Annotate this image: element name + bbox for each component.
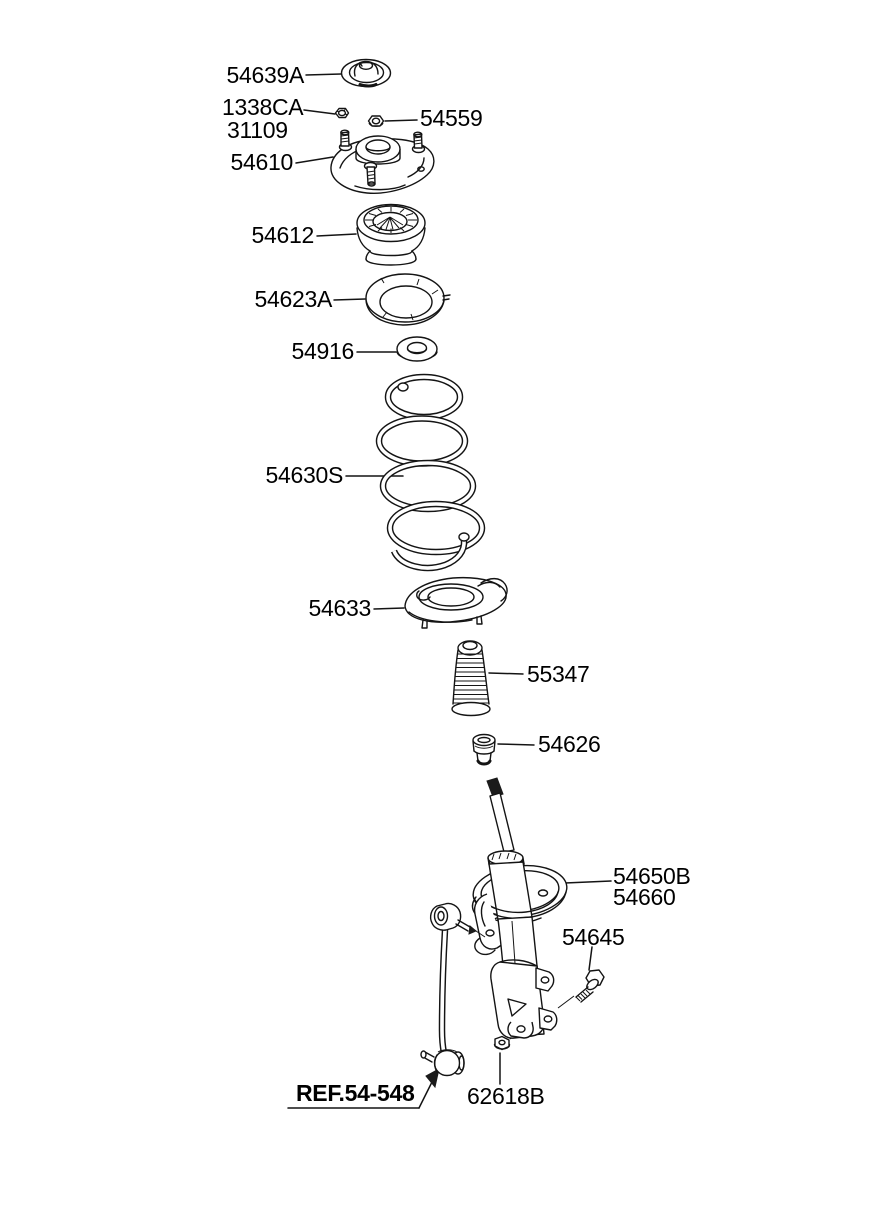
bumper-ring-drawing [397,337,437,361]
ref-arrow [288,1069,439,1108]
label-strut-assy-b: 54660 [613,884,676,910]
label-nut-alt-b: 31109 [227,117,288,143]
bolt-drawing [576,970,604,1002]
label-nut-alt-a: 1338CA [222,94,304,120]
nut-54559-drawing [369,116,384,126]
label-nut-upper: 54559 [420,105,483,131]
spring-pad-lower-drawing [405,578,507,628]
leader-lines [296,74,611,1084]
label-bump-stopper: 54626 [538,731,601,757]
label-bumper-ring: 54916 [291,338,355,364]
label-stabilizer-ref: REF.54-548 [296,1080,415,1106]
strut-bearing-drawing [357,205,425,266]
label-spring-seat: 54623A [254,286,333,312]
label-coil-spring: 54630S [265,462,344,488]
label-cap: 54639A [226,62,305,88]
label-insulator-mount: 54610 [230,149,294,175]
strut-assembly-drawing [471,778,570,1038]
label-spring-pad: 54633 [308,595,372,621]
label-flange-nut: 62618B [467,1083,545,1109]
label-strut-assy-a: 54650B [613,863,691,889]
bump-stopper-drawing [473,735,495,765]
cap-drawing [342,60,391,87]
strut-mount-drawing [331,130,434,193]
coil-spring-drawing [379,377,482,568]
label-strut-bearing: 54612 [251,222,315,248]
dust-cover-drawing [452,641,490,716]
label-dust-cover: 55347 [527,661,590,687]
flange-nut-drawing [495,1037,510,1050]
spring-seat-upper-drawing [366,274,450,325]
label-bolt: 54645 [562,924,625,950]
stabilizer-link-drawing [421,903,476,1075]
nut-1338ca-drawing [336,109,349,118]
bearing-cone-lines [377,217,403,230]
bellows-ribs [453,654,489,703]
